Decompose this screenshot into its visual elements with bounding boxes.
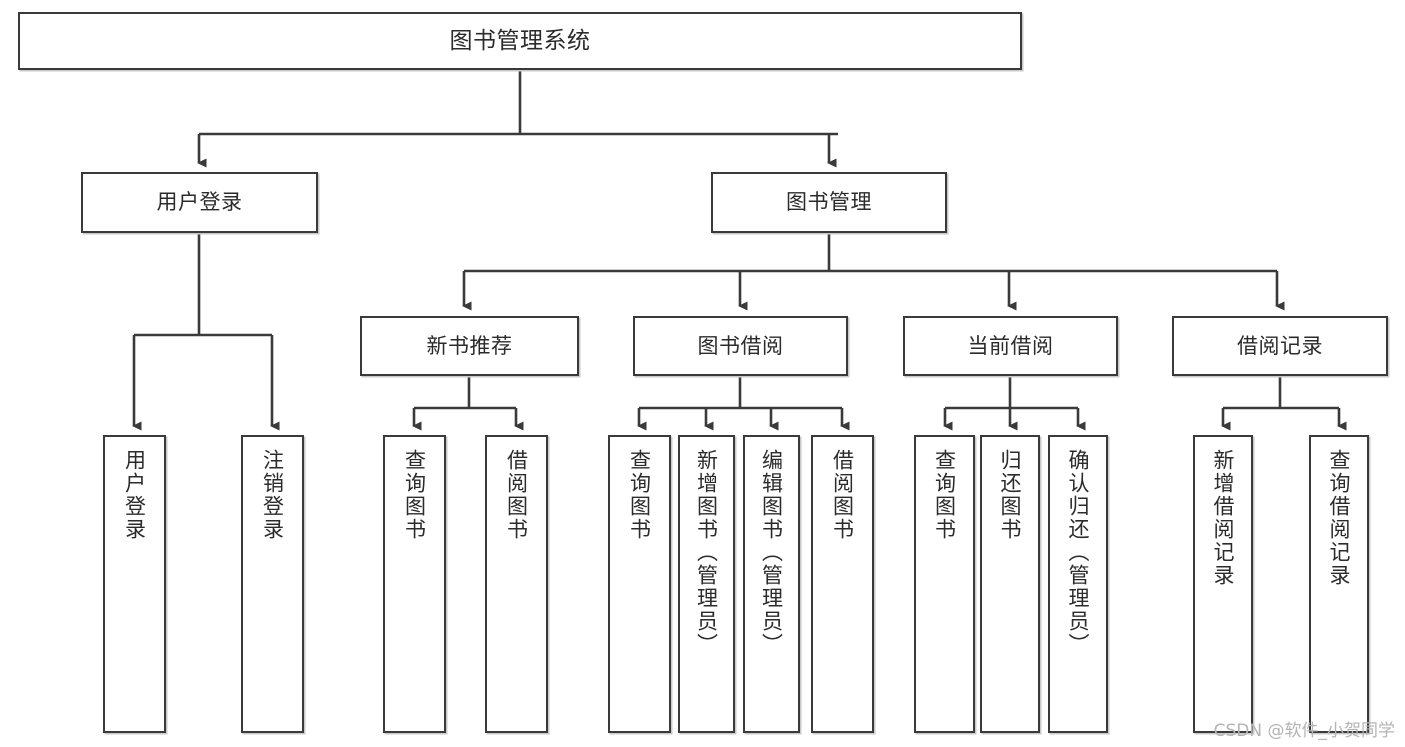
node-label: 图书管理系统	[449, 27, 591, 54]
leaf-add-book[interactable]: 新增图书（管理员）	[678, 435, 735, 733]
node-new-book-recommend[interactable]: 新书推荐	[360, 316, 579, 376]
node-label: 新书推荐	[426, 333, 513, 358]
node-label: 借阅图书	[830, 449, 855, 541]
node-current-borrow[interactable]: 当前借阅	[903, 316, 1118, 376]
node-label: 当前借阅	[967, 333, 1054, 358]
leaf-borrow-book[interactable]: 借阅图书	[811, 435, 874, 733]
node-label: 编辑图书（管理员）	[759, 449, 784, 656]
node-book-borrow[interactable]: 图书借阅	[633, 316, 848, 376]
leaf-confirm-return[interactable]: 确认归还（管理员）	[1048, 435, 1108, 733]
node-root-system[interactable]: 图书管理系统	[18, 12, 1022, 70]
node-label: 查询借阅记录	[1327, 449, 1352, 587]
leaf-user-logout[interactable]: 注销登录	[241, 435, 304, 733]
node-label: 查询图书	[932, 449, 957, 541]
leaf-query-book-borrow[interactable]: 查询图书	[608, 435, 671, 733]
leaf-query-borrow-record[interactable]: 查询借阅记录	[1309, 435, 1369, 733]
node-label: 查询图书	[402, 449, 427, 541]
csdn-watermark: CSDN @软件_小贺同学	[1213, 721, 1395, 741]
node-label: 注销登录	[260, 449, 285, 541]
leaf-borrow-book-recommend[interactable]: 借阅图书	[485, 435, 548, 733]
leaf-query-book-current[interactable]: 查询图书	[914, 435, 975, 733]
leaf-return-book[interactable]: 归还图书	[980, 435, 1040, 733]
leaf-edit-book[interactable]: 编辑图书（管理员）	[743, 435, 800, 733]
node-user-login[interactable]: 用户登录	[81, 172, 318, 233]
node-label: 新增借阅记录	[1211, 449, 1236, 587]
leaf-user-login[interactable]: 用户登录	[103, 435, 166, 733]
leaf-query-book-recommend[interactable]: 查询图书	[383, 435, 446, 733]
node-label: 归还图书	[998, 449, 1023, 541]
node-label: 图书借阅	[697, 333, 784, 358]
node-book-manage[interactable]: 图书管理	[711, 172, 947, 233]
leaf-add-borrow-record[interactable]: 新增借阅记录	[1193, 435, 1253, 733]
node-borrow-record[interactable]: 借阅记录	[1172, 316, 1388, 376]
node-label: 确认归还（管理员）	[1066, 449, 1091, 656]
node-label: 用户登录	[122, 449, 147, 541]
node-label: 图书管理	[786, 190, 872, 215]
node-label: 新增图书（管理员）	[694, 449, 719, 656]
node-label: 借阅记录	[1237, 333, 1323, 358]
node-label: 借阅图书	[504, 449, 529, 541]
node-label: 用户登录	[156, 190, 243, 215]
node-label: 查询图书	[627, 449, 652, 541]
